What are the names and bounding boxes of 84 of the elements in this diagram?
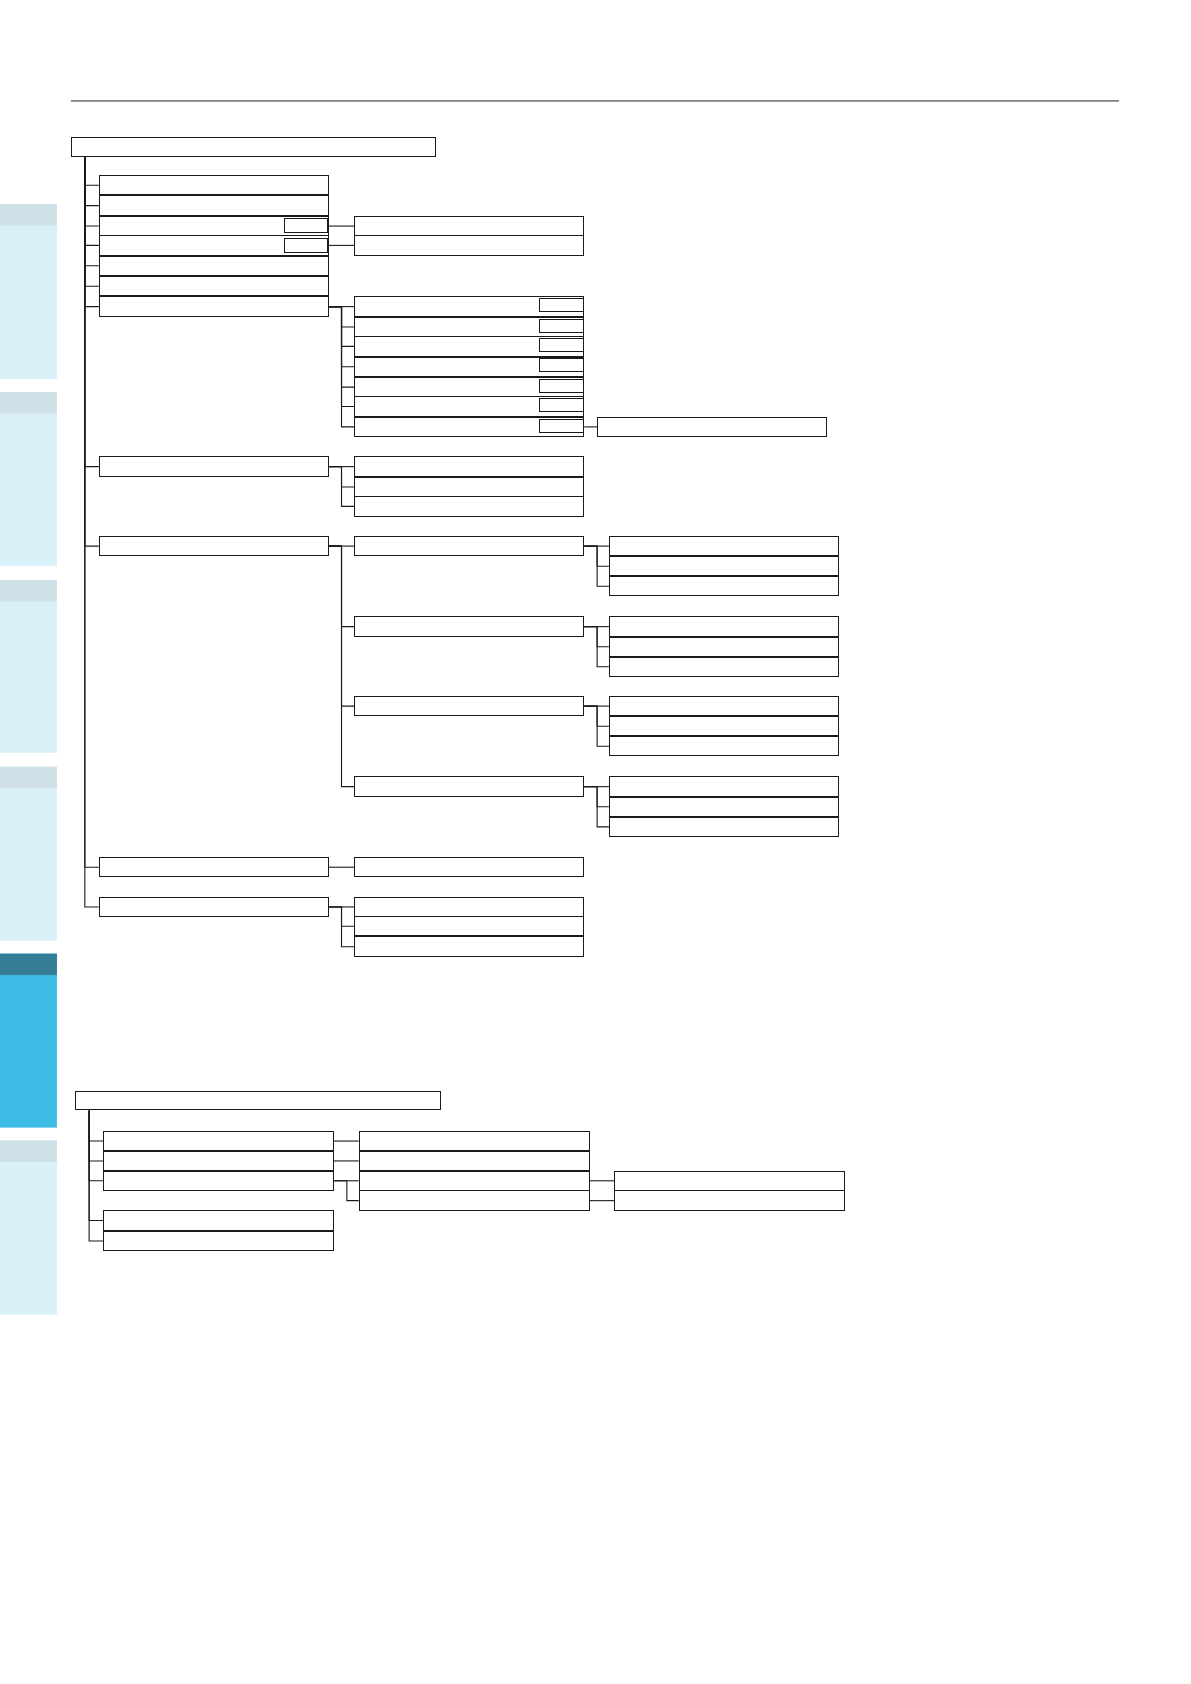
empty-box [608,636,839,657]
empty-box [354,376,585,398]
empty-box [608,695,839,717]
connector-line [328,466,355,507]
empty-box [608,716,839,737]
empty-box [538,298,584,313]
empty-box [103,1210,334,1231]
empty-box [284,238,329,254]
empty-box [103,1170,334,1191]
empty-box [98,296,329,317]
connector-line [328,906,355,948]
connector-line [333,1180,360,1202]
empty-box [103,1230,334,1252]
empty-box [597,416,827,438]
empty-box [98,276,329,297]
empty-box [354,916,585,937]
empty-box [354,496,585,517]
empty-box [614,1190,846,1211]
empty-box [358,1190,590,1211]
empty-box [98,255,329,276]
empty-box [103,1130,334,1152]
empty-box [103,1150,334,1172]
empty-box [608,535,839,557]
empty-box [98,896,329,918]
empty-box [354,456,585,477]
empty-box [608,816,839,837]
empty-box [358,1150,590,1172]
empty-box [538,398,584,413]
connector-line [589,1180,615,1182]
connector-line [88,1109,104,1242]
connector-line [328,866,355,868]
connector-line [583,426,598,428]
connector-line [583,545,610,587]
connector-line [328,225,355,227]
empty-box [354,535,585,557]
empty-box [75,1091,442,1111]
empty-box [284,217,329,233]
empty-box [608,555,839,577]
empty-box [608,736,839,757]
connector-line [583,786,610,828]
empty-box [608,796,839,817]
empty-box [98,535,329,557]
empty-box [608,776,839,797]
connector-line [333,1160,360,1162]
empty-box [98,456,329,477]
connector-line [328,545,355,788]
empty-box [354,235,585,256]
empty-box [608,616,839,637]
empty-box [614,1170,846,1191]
empty-box [98,175,329,196]
empty-box [354,936,585,957]
empty-box [354,476,585,498]
empty-box [354,616,585,637]
empty-box [354,356,585,377]
empty-box [358,1170,590,1191]
empty-box [538,358,584,373]
empty-box [358,1130,590,1152]
empty-box [354,695,585,717]
empty-box [538,338,584,353]
connector-line [583,626,610,668]
empty-box [538,318,584,333]
empty-box [354,316,585,338]
empty-box [354,857,585,878]
empty-box [354,396,585,417]
empty-box [354,896,585,918]
empty-box [354,776,585,797]
empty-box [70,137,436,157]
empty-box [98,195,329,216]
connector-line [328,306,355,428]
connector-line [583,705,610,747]
connector-line [333,1140,360,1142]
empty-box [98,857,329,878]
empty-box [98,215,329,237]
empty-box [538,378,584,393]
empty-box [354,416,585,438]
empty-box [354,215,585,237]
empty-box [354,336,585,357]
connector-line [589,1200,615,1202]
connector-line [328,244,355,246]
empty-box [608,576,839,597]
empty-box [354,296,585,317]
empty-box [98,235,329,256]
empty-box [538,418,584,433]
empty-box [608,656,839,677]
